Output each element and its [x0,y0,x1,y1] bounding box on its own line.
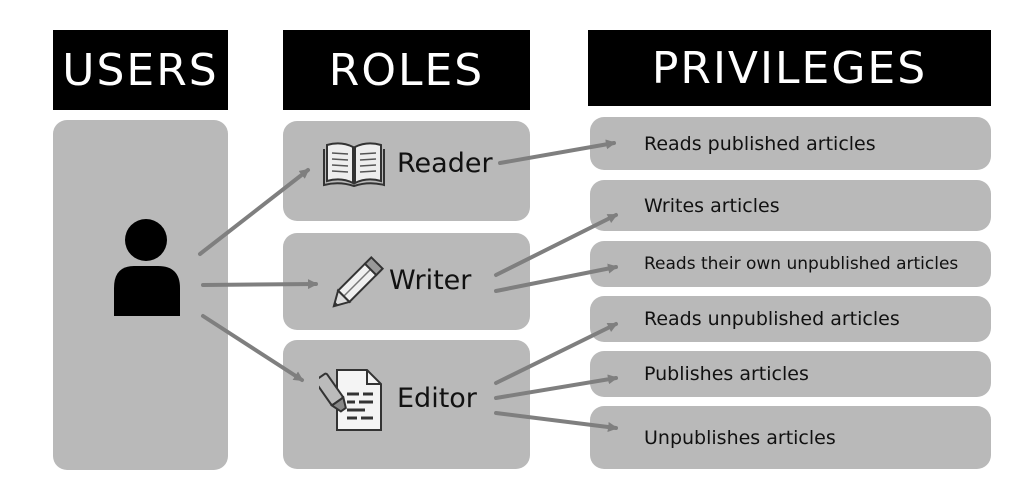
arrow-editor-to-privilege [494,322,618,385]
arrow-writer-to-privilege [494,263,618,293]
pencil-icon [332,255,385,308]
arrow-user-to-reader [198,168,310,256]
privilege-item: Unpublishes articles [590,406,991,469]
privilege-label: Reads unpublished articles [644,308,900,330]
role-label-editor: Editor [397,383,477,414]
privilege-label: Reads their own unpublished articles [644,254,959,274]
privilege-item: Writes articles [590,180,991,231]
arrow-user-to-writer [201,279,318,290]
users-header: USERS [53,30,228,110]
arrow-editor-to-privilege [494,374,618,400]
role-panel-editor: Editor [283,340,530,469]
privilege-item: Reads published articles [590,117,991,170]
roles-header: ROLES [283,30,530,110]
role-label-reader: Reader [397,148,493,179]
users-header-label: USERS [62,44,219,96]
roles-header-label: ROLES [328,44,485,96]
privileges-header: PRIVILEGES [588,30,991,106]
privilege-label: Publishes articles [644,363,809,385]
role-panel-writer: Writer [283,233,530,330]
user-icon [114,219,180,316]
role-label-writer: Writer [389,265,472,296]
privilege-item: Publishes articles [590,351,991,397]
arrow-editor-to-privilege [494,411,618,432]
document-edit-icon [319,369,382,431]
privileges-header-label: PRIVILEGES [651,42,928,94]
arrow-user-to-editor [201,314,304,382]
privilege-label: Unpublishes articles [644,426,836,449]
privilege-label: Writes articles [644,194,780,217]
privilege-item: Reads unpublished articles [590,296,991,342]
role-panel-reader: Reader [283,121,530,221]
privilege-item: Reads their own unpublished articles [590,241,991,287]
privilege-label: Reads published articles [644,132,876,155]
arrow-writer-to-privilege [494,213,618,277]
book-icon [323,142,385,187]
arrow-reader-to-privilege [498,139,616,165]
